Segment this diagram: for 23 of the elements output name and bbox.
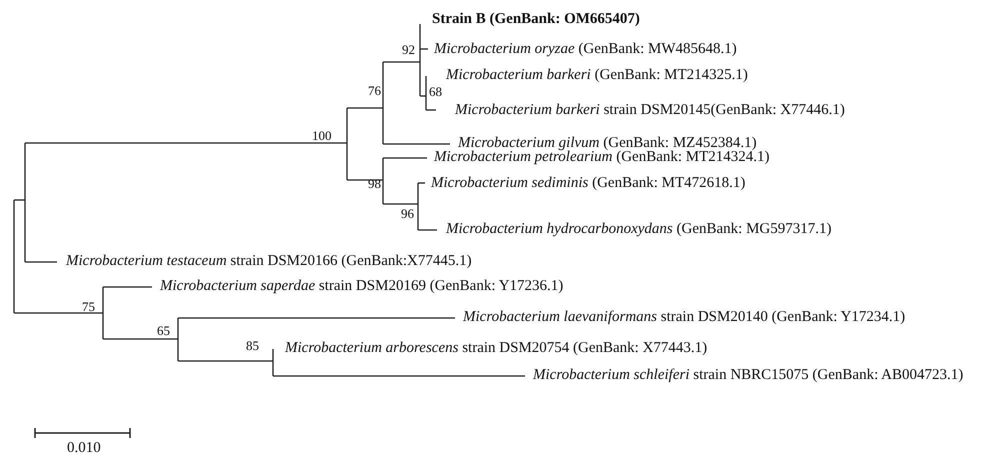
taxon-label: Microbacterium barkeri strain DSM20145(GenBank: X77446.1) bbox=[455, 102, 845, 119]
bootstrap-value: 76 bbox=[368, 82, 381, 99]
bootstrap-value: 68 bbox=[429, 83, 442, 100]
taxon-label: Microbacterium hydrocarbonoxydans (GenBank: MG597317.1) bbox=[446, 221, 832, 238]
taxon-label: Microbacterium barkeri (GenBank: MT214325.1) bbox=[446, 67, 748, 84]
taxon-label: Microbacterium schleiferi strain NBRC15075 (GenBank: AB004723.1) bbox=[533, 367, 964, 384]
taxon-label: Microbacterium laevaniformans strain DSM20140 (GenBank: Y17234.1) bbox=[463, 309, 906, 326]
scale-label: 0.010 bbox=[67, 440, 101, 455]
taxon-label: Strain B (GenBank: OM665407) bbox=[432, 11, 640, 28]
bootstrap-value: 75 bbox=[82, 298, 95, 315]
taxon-label: Microbacterium gilvum (GenBank: MZ452384.1) bbox=[458, 135, 757, 151]
bootstrap-value: 85 bbox=[246, 337, 259, 354]
bootstrap-value: 96 bbox=[401, 205, 414, 222]
taxon-label: Microbacterium saperdae strain DSM20169 (GenBank: Y17236.1) bbox=[160, 278, 564, 295]
taxon-label: Microbacterium testaceum strain DSM20166 (GenBank:X77445.1) bbox=[66, 253, 472, 270]
bootstrap-value: 92 bbox=[402, 41, 415, 58]
bootstrap-value: 65 bbox=[157, 322, 170, 339]
taxon-label: Microbacterium sediminis (GenBank: MT472618.1) bbox=[431, 175, 746, 192]
taxon-label: Microbacterium petrolearium (GenBank: MT214324.1) bbox=[434, 149, 770, 166]
bootstrap-value: 100 bbox=[312, 127, 332, 144]
taxon-label: Microbacterium arborescens strain DSM20754 (GenBank: X77443.1) bbox=[285, 340, 708, 357]
taxon-label: Microbacterium oryzae (GenBank: MW485648.1) bbox=[434, 41, 737, 58]
bootstrap-value: 98 bbox=[368, 175, 381, 192]
